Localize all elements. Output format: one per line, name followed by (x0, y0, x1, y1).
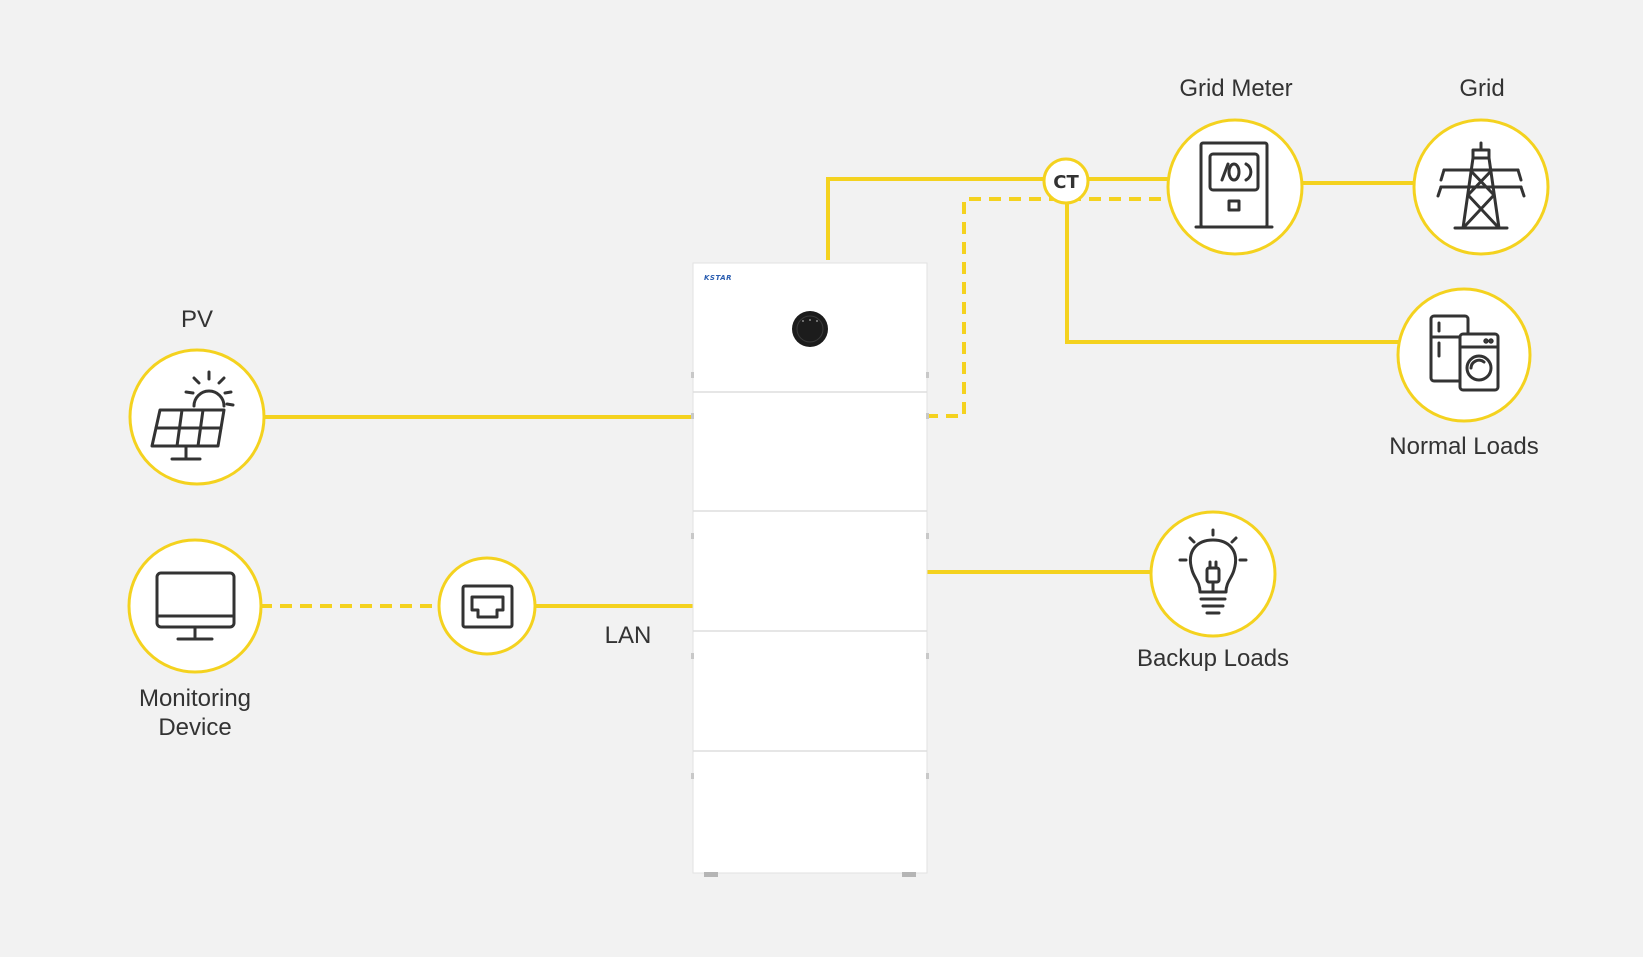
connections (260, 177, 1415, 608)
pv-node: PV (128, 306, 266, 486)
ethernet-port-icon (461, 584, 514, 629)
monitoring-label-line1: Monitoring (139, 685, 251, 712)
lan-label: LAN (605, 622, 652, 649)
grid-node: Grid (1412, 75, 1550, 256)
monitor-icon (155, 571, 236, 641)
grid-label: Grid (1459, 75, 1504, 102)
ct-node: CT (1042, 157, 1090, 205)
backup-loads-circle (1149, 510, 1277, 638)
normal-loads-label: Normal Loads (1389, 433, 1538, 460)
electric-meter-icon (1194, 141, 1274, 229)
pv-circle (128, 348, 266, 486)
pv-label: PV (181, 306, 213, 333)
monitoring-device-node: Monitoring Device (127, 538, 263, 741)
brand-logo: KSTAR (704, 274, 732, 282)
lan-port-node: LAN (437, 556, 652, 656)
backup-loads-node: Backup Loads (1137, 510, 1289, 672)
lan-port-circle (437, 556, 537, 656)
backup-loads-label: Backup Loads (1137, 645, 1289, 672)
ct-label: CT (1053, 172, 1079, 193)
normal-loads-line (1065, 198, 1400, 344)
appliances-icon (1429, 314, 1500, 392)
device-foot (704, 872, 718, 877)
normal-loads-node: Normal Loads (1389, 287, 1539, 460)
ct-circle (1042, 157, 1090, 205)
grid-meter-node: Grid Meter (1166, 75, 1304, 256)
grid-meter-label: Grid Meter (1179, 75, 1292, 102)
meter-signal-dashed-line (926, 197, 1170, 418)
monitoring-label-line2: Device (158, 714, 231, 741)
light-bulb-icon (1178, 528, 1248, 615)
solar-panel-icon (150, 370, 235, 461)
inverter-to-ct-line (826, 177, 1045, 260)
energy-storage-unit: KSTAR (691, 262, 929, 877)
power-tower-icon (1436, 141, 1526, 230)
monitoring-circle (127, 538, 263, 674)
device-foot (902, 872, 916, 877)
device-body (692, 262, 928, 874)
grid-meter-circle (1166, 118, 1304, 256)
